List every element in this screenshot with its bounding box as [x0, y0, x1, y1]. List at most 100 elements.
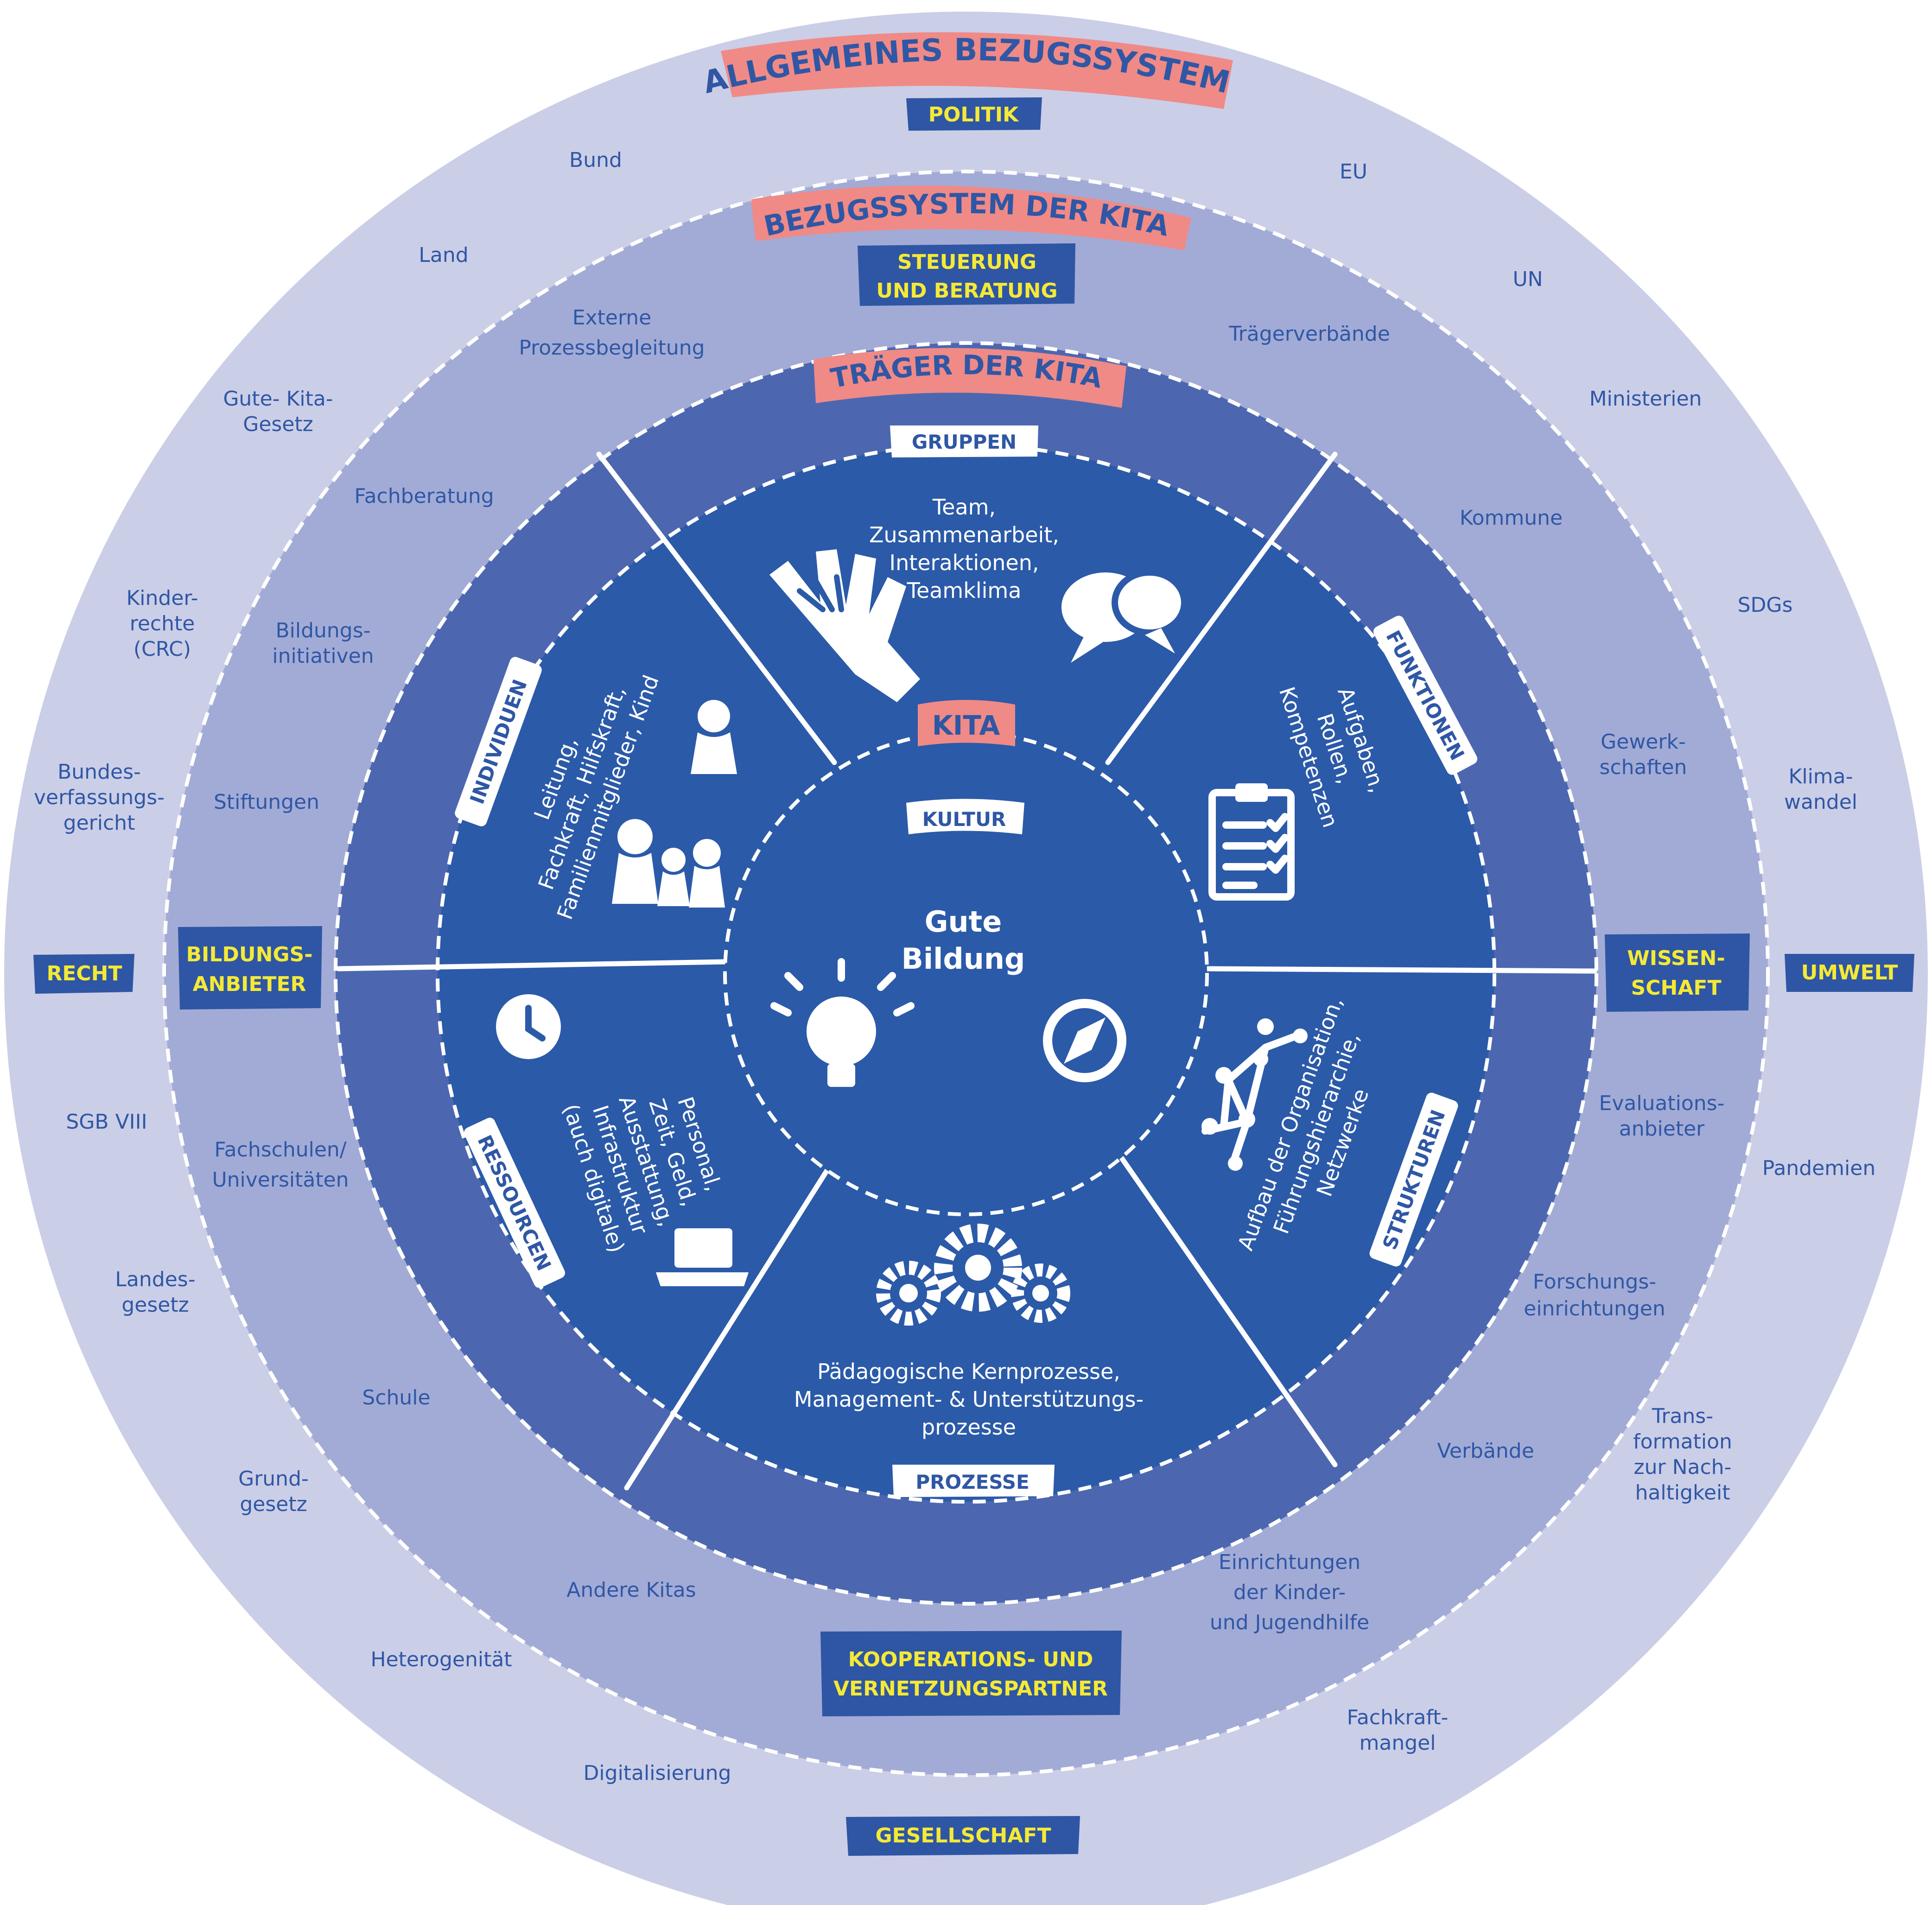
banner-kita: KITA [918, 700, 1015, 746]
center-title-line2: Bildung [902, 942, 1025, 976]
tag-steuerung-beratung: STEUERUNG UND BERATUNG [858, 243, 1075, 306]
item-grundgesetz: Grund- gesetz [238, 1467, 309, 1516]
svg-text:Gewerk-: Gewerk- [1601, 730, 1686, 754]
svg-text:PROZESSE: PROZESSE [915, 1471, 1029, 1493]
svg-text:Team,: Team, [932, 495, 996, 520]
svg-text:prozesse: prozesse [922, 1415, 1016, 1440]
traeger-ring-dashed-border [334, 341, 1598, 1606]
svg-text:GRUPPEN: GRUPPEN [912, 431, 1017, 453]
svg-text:Universitäten: Universitäten [212, 1168, 349, 1192]
svg-text:Bundes-: Bundes- [57, 760, 141, 784]
speech-bubbles-icon [1061, 569, 1188, 663]
gears-icon [876, 1224, 1070, 1326]
svg-text:GESELLSCHAFT: GESELLSCHAFT [876, 1824, 1051, 1848]
item-transformation: Trans- formation zur Nach- haltigkeit [1633, 1404, 1732, 1505]
item-andere-kitas: Andere Kitas [566, 1578, 696, 1602]
svg-text:Interaktionen,: Interaktionen, [890, 550, 1039, 575]
svg-text:Externe: Externe [572, 306, 651, 330]
svg-text:ANBIETER: ANBIETER [193, 972, 306, 996]
item-land: Land [419, 243, 468, 267]
tag-umwelt: UMWELT [1785, 954, 1914, 992]
svg-text:Evaluations-: Evaluations- [1599, 1092, 1725, 1115]
clock-icon [496, 994, 561, 1059]
item-traegerverbaende: Trägerverbände [1228, 322, 1390, 346]
svg-text:zur Nach-: zur Nach- [1634, 1455, 1732, 1479]
item-einrichtungen-kinder-jugendhilfe: Einrichtungen der Kinder- und Jugendhilf… [1210, 1550, 1369, 1634]
svg-text:Forschungs-: Forschungs- [1533, 1270, 1656, 1294]
svg-text:und Jugendhilfe: und Jugendhilfe [1210, 1611, 1369, 1634]
svg-text:VERNETZUNGSPARTNER: VERNETZUNGSPARTNER [833, 1677, 1108, 1701]
svg-text:Einrichtungen: Einrichtungen [1219, 1550, 1360, 1574]
outer-ring-items: Bund EU Land UN Gute- Kita- Gesetz Minis… [34, 148, 1875, 1785]
svg-text:(CRC): (CRC) [133, 637, 191, 661]
item-un: UN [1513, 267, 1543, 291]
svg-text:haltigkeit: haltigkeit [1635, 1481, 1730, 1505]
svg-text:gericht: gericht [64, 811, 135, 835]
middle-ring-items: Externe Prozessbegleitung Trägerverbände… [212, 306, 1724, 1634]
svg-text:Pädagogische Kernprozesse,: Pädagogische Kernprozesse, [817, 1359, 1120, 1384]
svg-text:POLITIK: POLITIK [928, 103, 1019, 127]
svg-text:wandel: wandel [1784, 790, 1857, 814]
tag-recht: RECHT [33, 954, 134, 994]
segment-text-gruppen: Team, Zusammenarbeit, Interaktionen, Tea… [869, 495, 1059, 603]
item-schule: Schule [362, 1386, 430, 1410]
svg-text:Zusammenarbeit,: Zusammenarbeit, [869, 522, 1059, 547]
pawn-figures-icon [612, 700, 737, 908]
kita-segments-dashed-border [436, 443, 1496, 1504]
item-kinderrechte: Kinder- rechte (CRC) [126, 586, 198, 661]
item-verbaende: Verbände [1437, 1439, 1534, 1463]
svg-text:einrichtungen: einrichtungen [1524, 1297, 1665, 1321]
kita-center-circle [725, 732, 1207, 1214]
item-fachkraftmangel: Fachkraft- mangel [1347, 1706, 1449, 1755]
svg-text:Grund-: Grund- [238, 1467, 309, 1491]
item-fachberatung: Fachberatung [354, 484, 494, 508]
svg-text:mangel: mangel [1360, 1731, 1436, 1755]
svg-text:RECHT: RECHT [46, 962, 122, 985]
item-eu: EU [1340, 160, 1367, 184]
item-forschungseinrichtungen: Forschungs- einrichtungen [1524, 1270, 1665, 1321]
svg-text:initiativen: initiativen [272, 644, 374, 668]
svg-text:Trans-: Trans- [1652, 1404, 1713, 1428]
item-evaluationsanbieter: Evaluations- anbieter [1599, 1092, 1725, 1141]
segment-tag-gruppen: GRUPPEN [890, 425, 1038, 457]
item-klimawandel: Klima- wandel [1784, 765, 1857, 814]
item-gute-kita-gesetz: Gute- Kita- Gesetz [223, 387, 333, 436]
segment-dividers [336, 451, 1597, 1491]
lightbulb-icon [770, 958, 915, 1087]
hands-icon [769, 549, 920, 702]
svg-text:Prozessbegleitung: Prozessbegleitung [519, 336, 705, 360]
svg-text:Management- & Unterstützungs-: Management- & Unterstützungs- [794, 1387, 1144, 1412]
item-stiftungen: Stiftungen [214, 790, 319, 814]
item-bildungsinitiativen: Bildungs- initiativen [272, 619, 374, 668]
svg-text:formation: formation [1633, 1430, 1732, 1454]
svg-text:schaften: schaften [1600, 756, 1687, 779]
tag-kultur: KULTUR [906, 799, 1024, 834]
svg-text:Teamklima: Teamklima [907, 578, 1022, 603]
item-kommune: Kommune [1460, 506, 1563, 530]
svg-text:verfassungs-: verfassungs- [34, 786, 165, 809]
svg-text:anbieter: anbieter [1619, 1117, 1705, 1141]
banner-traeger-der-kita: TRÄGER DER KITA [813, 348, 1126, 408]
item-ministerien: Ministerien [1589, 387, 1702, 411]
svg-text:Landes-: Landes- [115, 1268, 195, 1291]
tag-wissenschaft: WISSEN- SCHAFT [1605, 933, 1750, 1012]
svg-text:der Kinder-: der Kinder- [1233, 1581, 1346, 1604]
segment-tag-prozesse: PROZESSE [892, 1465, 1055, 1497]
svg-text:Bildungs-: Bildungs- [275, 619, 370, 642]
tag-gesellschaft: GESELLSCHAFT [846, 1816, 1080, 1856]
svg-text:rechte: rechte [130, 612, 195, 635]
item-pandemien: Pandemien [1762, 1156, 1875, 1180]
item-externe-prozessbegleitung: Externe Prozessbegleitung [519, 306, 705, 360]
tag-kooperations-vernetzungspartner: KOOPERATIONS- UND VERNETZUNGSPARTNER [820, 1631, 1122, 1716]
item-fachschulen: Fachschulen/ Universitäten [212, 1138, 349, 1192]
center-title-line1: Gute [925, 905, 1002, 939]
svg-text:Klima-: Klima- [1788, 765, 1853, 788]
laptop-icon [656, 1228, 749, 1286]
clipboard-checklist-icon [1208, 783, 1295, 901]
item-sdgs: SDGs [1738, 593, 1793, 617]
svg-text:UND BERATUNG: UND BERATUNG [876, 279, 1057, 303]
svg-text:gesetz: gesetz [240, 1492, 307, 1516]
svg-text:WISSEN-: WISSEN- [1627, 946, 1725, 970]
segment-text-prozesse: Pädagogische Kernprozesse, Management- &… [794, 1359, 1144, 1440]
svg-text:SCHAFT: SCHAFT [1631, 976, 1722, 1000]
